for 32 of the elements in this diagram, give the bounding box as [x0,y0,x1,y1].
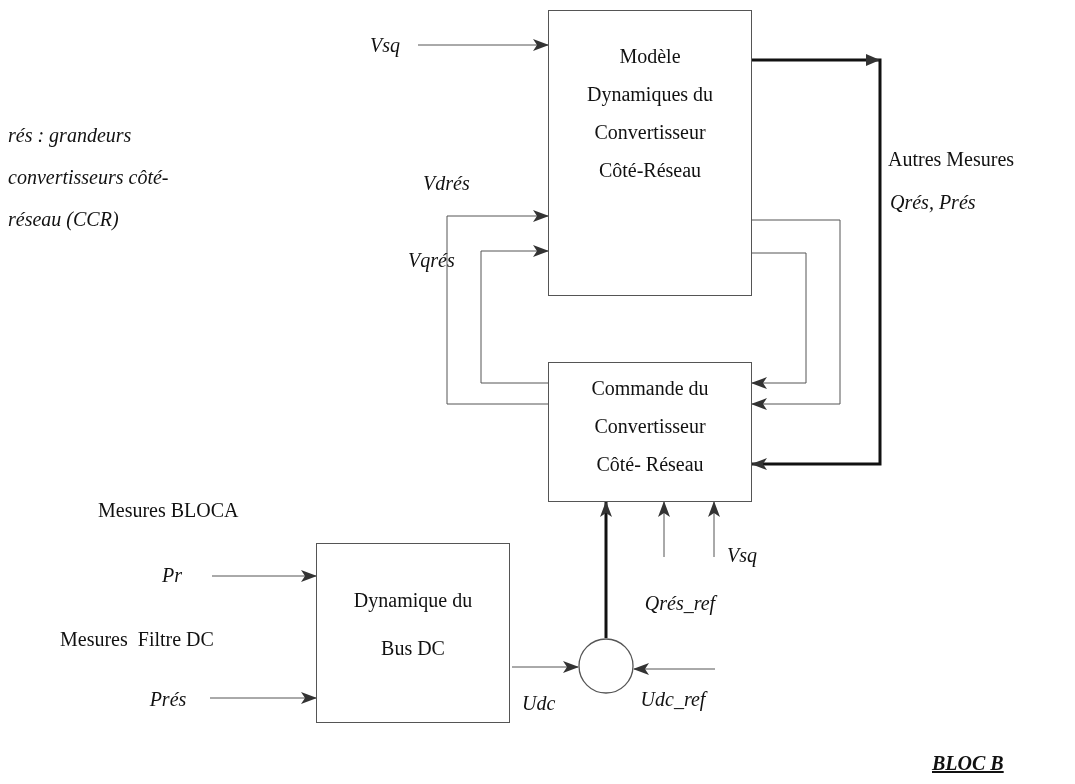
arrow [417,39,549,51]
group-label: Mesures Filtre DC [60,627,215,652]
arrow [600,501,612,638]
arrow [211,570,317,582]
arrow [633,663,716,675]
edge-label: Vqrés [408,248,455,274]
group-label: Autres Mesures [888,147,1016,172]
signal-label: Qrés_ref [630,588,730,618]
edge-label: Vdrés [423,171,470,196]
signal-label: Qrés, Prés [890,190,977,215]
signal-label: Pr [152,560,192,590]
summing-junction [578,638,634,694]
arrow [751,54,882,470]
process-box: Commande du Convertisseur Côté- Réseau [548,362,752,502]
arrow [480,245,549,384]
arrow [511,661,579,673]
edge-label: Udc [522,691,556,716]
block-title: BLOC B [932,751,1005,776]
signal-label: Prés [138,684,198,714]
signal-label: Vsq [360,30,410,60]
arrow [751,219,841,410]
note-text: rés : grandeurs convertisseurs côté-réseau (CCR) [8,123,170,233]
process-box: Dynamique du Bus DC [316,543,510,723]
signal-label: Udc_ref [628,684,718,714]
group-label: Mesures BLOCA [98,498,240,523]
arrow [751,252,807,389]
arrow [658,501,670,558]
arrow [708,501,720,558]
signal-label: Vsq [720,540,764,570]
arrow [209,692,317,704]
arrow [446,210,549,405]
process-box: Modèle Dynamiques du Convertisseur Côté-Réseau [548,10,752,296]
